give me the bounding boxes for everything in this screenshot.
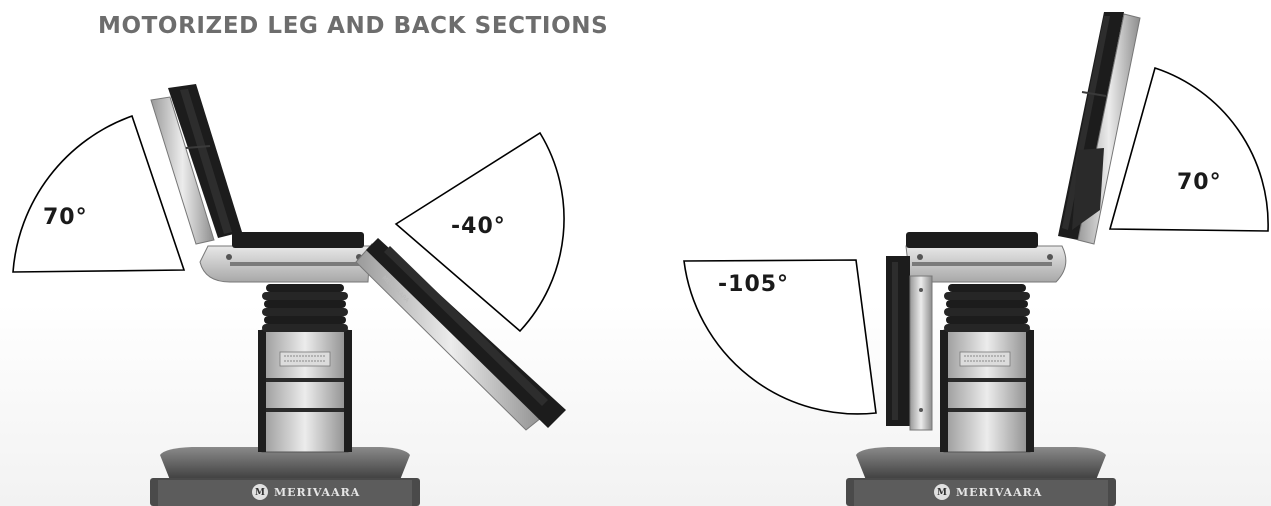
page-title: MOTORIZED LEG AND BACK SECTIONS <box>98 13 609 39</box>
left-back-angle-sector <box>12 114 186 273</box>
right-seat-cushion <box>906 232 1038 248</box>
right-leg-angle-sector <box>683 259 877 415</box>
right-leg-angle-label: -105° <box>718 272 790 297</box>
left-seat-cushion <box>232 232 364 248</box>
left-leg-angle-sector <box>394 131 565 333</box>
right-merivaara-logo-icon: M <box>934 484 950 500</box>
left-chair-base <box>160 447 410 480</box>
right-logo-monogram: M <box>937 488 947 498</box>
right-bellows <box>944 284 1030 332</box>
right-back-section <box>1058 12 1141 245</box>
right-chair-base <box>856 447 1106 480</box>
left-brand-label: MERIVAARA <box>274 486 360 499</box>
right-back-angle-label: 70° <box>1177 170 1222 195</box>
right-chair: M MERIVAARA <box>683 12 1269 506</box>
left-chair-column <box>261 329 349 453</box>
left-logo-monogram: M <box>255 488 265 498</box>
right-chair-column <box>943 329 1031 453</box>
left-leg-angle-label: -40° <box>451 214 506 239</box>
left-back-angle-label: 70° <box>43 205 88 230</box>
right-brand-label: MERIVAARA <box>956 486 1042 499</box>
left-bellows <box>262 284 348 332</box>
right-leg-section <box>886 256 933 431</box>
left-chair: MERIVAARA M MERIVAARA <box>12 84 566 506</box>
left-merivaara-logo-icon: M <box>252 484 268 500</box>
left-back-section <box>150 84 242 245</box>
left-leg-section: MERIVAARA <box>355 238 566 431</box>
right-back-angle-sector <box>1108 66 1269 232</box>
